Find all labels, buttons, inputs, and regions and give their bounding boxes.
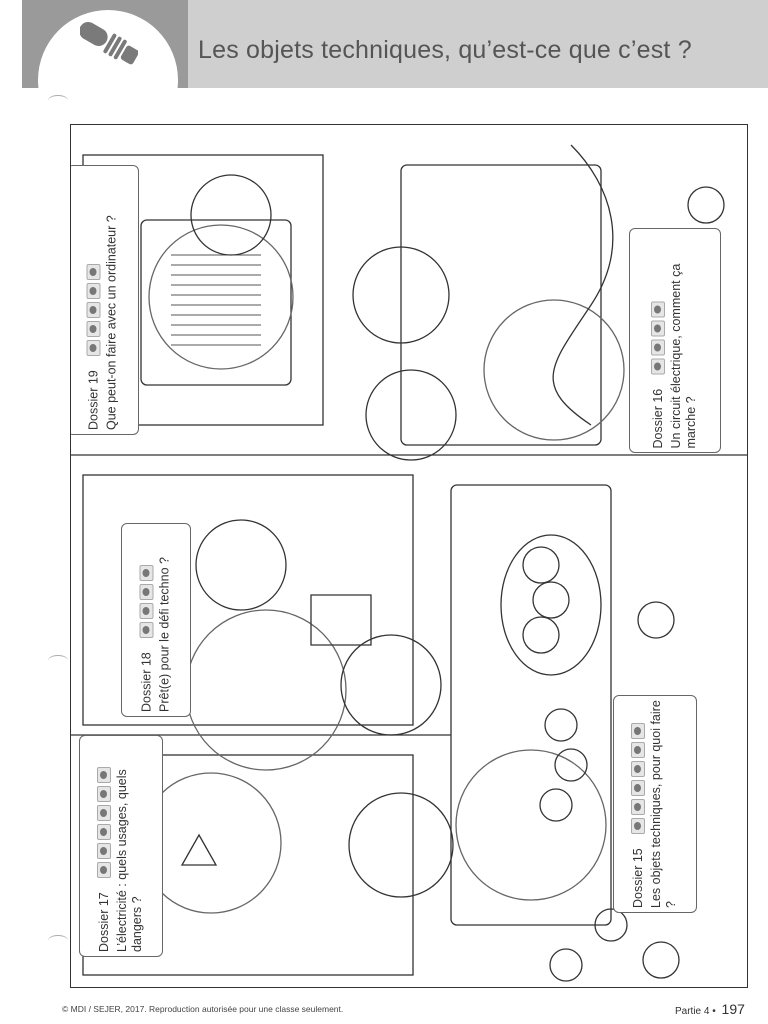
dossier-number: Dossier 18 — [139, 652, 154, 712]
dossier-15-label: Dossier 15 Les objets techniques, pour q… — [613, 695, 697, 913]
dossier-question: Les objets techniques, pour quoi faire ? — [649, 700, 678, 908]
bug-icon — [631, 761, 645, 778]
dossier-question: L’électricité : quels usages, quels dang… — [115, 769, 144, 952]
light-bulb-icon — [80, 22, 138, 65]
bug-icon — [86, 302, 101, 319]
bug-icon — [651, 320, 665, 337]
bug-icon — [651, 339, 665, 356]
binder-hole — [48, 655, 68, 666]
bug-icon — [139, 622, 154, 639]
difficulty-icons — [97, 767, 111, 879]
computer-drawing — [140, 219, 292, 386]
bug-icon — [631, 723, 645, 740]
bug-icon — [97, 862, 111, 879]
dossier-18-label: Dossier 18 Prêt(e) pour le défi techno ? — [121, 523, 191, 717]
part-label: Partie 4 • — [675, 1006, 716, 1017]
bug-icon — [86, 283, 101, 300]
page-footer: Partie 4 • 197 — [675, 1001, 745, 1017]
copyright-notice: © MDI / SEJER, 2017. Reproduction autori… — [62, 1004, 344, 1014]
dossier-number: Dossier 15 — [631, 848, 645, 908]
dossier-question: Que peut-on faire avec un ordinateur ? — [104, 215, 119, 430]
classroom-drawing — [71, 144, 747, 982]
dossier-number: Dossier 19 — [86, 370, 101, 430]
dossier-17-label: Dossier 17 L’électricité : quels usages,… — [79, 735, 163, 957]
dossier-19-label: Dossier 19 Que peut-on faire avec un ord… — [71, 165, 139, 435]
difficulty-icons — [651, 301, 665, 375]
bug-icon — [651, 301, 665, 318]
difficulty-icons — [139, 565, 154, 639]
page-number: 197 — [721, 1001, 745, 1017]
bug-icon — [139, 603, 154, 620]
bug-icon — [86, 321, 101, 338]
bug-icon — [97, 805, 111, 822]
bug-icon — [97, 767, 111, 784]
page-title: Les objets techniques, qu’est-ce que c’e… — [198, 36, 692, 64]
dossier-number: Dossier 16 — [651, 388, 665, 448]
binder-hole — [48, 935, 68, 946]
difficulty-icons — [86, 264, 101, 357]
illustration: Dossier 19 Que peut-on faire avec un ord… — [70, 124, 748, 988]
difficulty-icons — [631, 723, 645, 835]
bug-icon — [631, 780, 645, 797]
dossier-number: Dossier 17 — [97, 892, 111, 952]
bug-icon — [86, 340, 101, 357]
dossier-question: Prêt(e) pour le défi techno ? — [157, 557, 172, 712]
bug-icon — [631, 799, 645, 816]
bug-icon — [651, 358, 665, 375]
dossier-16-label: Dossier 16 Un circuit électrique, commen… — [629, 228, 721, 453]
bug-icon — [139, 584, 154, 601]
header-badge — [22, 0, 188, 88]
bug-icon — [97, 824, 111, 841]
bug-icon — [97, 786, 111, 803]
bug-icon — [631, 818, 645, 835]
bug-icon — [86, 264, 101, 281]
dossier-question: Un circuit électrique, comment ça marche… — [669, 263, 698, 448]
bug-icon — [97, 843, 111, 860]
binder-hole — [48, 95, 68, 106]
bug-icon — [139, 565, 154, 582]
bug-icon — [631, 742, 645, 759]
page-header: Les objets techniques, qu’est-ce que c’e… — [0, 0, 768, 88]
